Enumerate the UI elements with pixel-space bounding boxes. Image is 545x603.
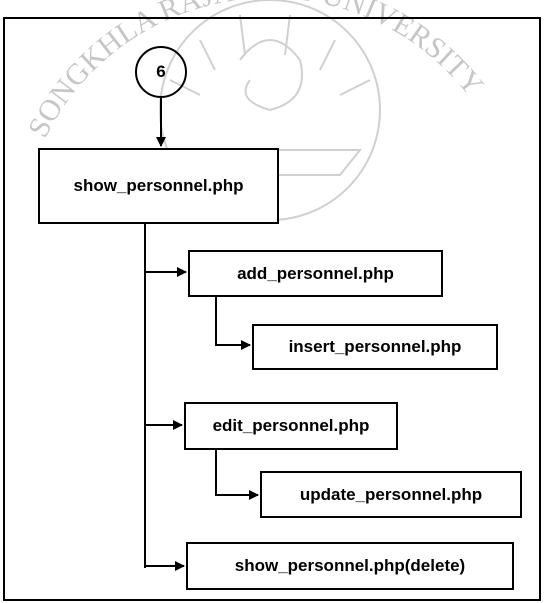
node-update-personnel: update_personnel.php <box>260 471 522 518</box>
connector-circle: 6 <box>135 46 187 98</box>
node-add-personnel: add_personnel.php <box>188 250 443 297</box>
edge-edit-to-update <box>215 450 259 500</box>
node-edit-personnel: edit_personnel.php <box>184 402 398 450</box>
diagram-frame <box>3 17 541 601</box>
node-show-personnel: show_personnel.php <box>38 148 279 224</box>
node-insert-personnel: insert_personnel.php <box>252 324 498 370</box>
edge-add-to-insert <box>215 297 251 350</box>
node-show-personnel-delete: show_personnel.php(delete) <box>186 542 514 590</box>
